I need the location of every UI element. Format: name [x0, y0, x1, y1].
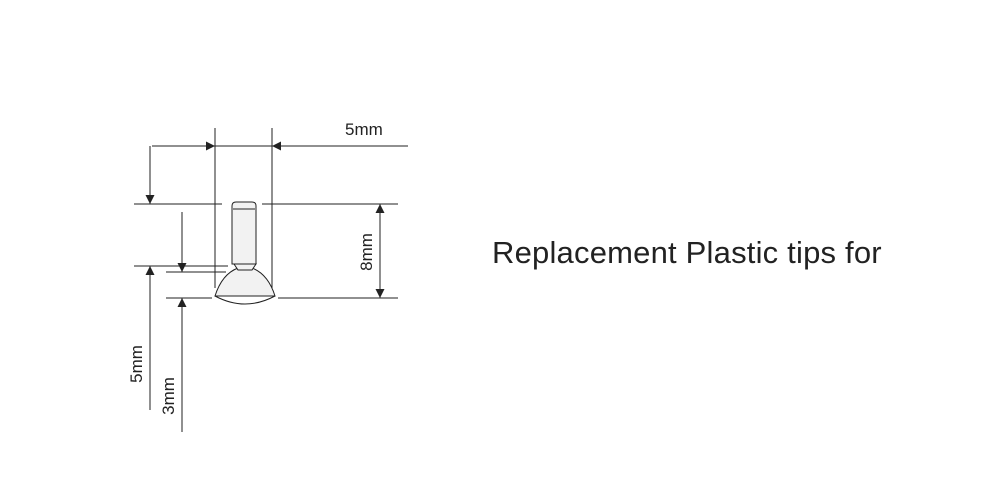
overall-offset-label: 5mm [127, 345, 146, 383]
tip-width-label: 5mm [345, 120, 383, 139]
headline-text: Replacement Plastic tips for [492, 235, 882, 270]
tip-stem [231, 201, 257, 265]
plastic-tip-drawing [214, 201, 276, 305]
stem-offset-label: 3mm [159, 377, 178, 415]
tip-collar [233, 263, 257, 271]
dimension-arrows [145, 141, 385, 432]
extension-lines [134, 128, 408, 299]
tip-height-label: 8mm [357, 233, 376, 271]
